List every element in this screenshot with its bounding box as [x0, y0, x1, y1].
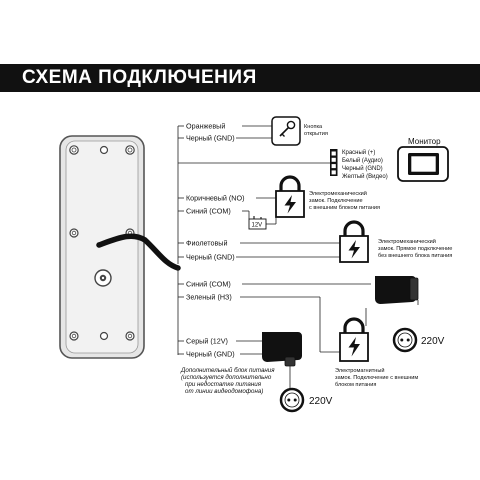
lock-direct-label: Электромеханический — [378, 238, 436, 245]
wire-label-brown-no: Коричневый (NO) — [186, 194, 244, 203]
lightning-icon — [348, 337, 360, 357]
button-wires — [236, 125, 272, 139]
monitor-pin-label: Красный (+) — [342, 149, 375, 156]
call-panel-face — [65, 140, 139, 354]
power-supply-icon — [262, 332, 302, 367]
aux-power-label: (используется дополнительно — [181, 374, 272, 381]
wire-label-orange: Оранжевый — [186, 122, 225, 131]
wire-label-blue-com: Синий (COM) — [186, 280, 231, 289]
lock-direct-label: без внешнего блока питания — [378, 253, 452, 259]
padlock-icon — [339, 317, 369, 362]
power-supply-icon — [375, 276, 419, 304]
key-icon — [279, 120, 296, 137]
padlock-icon — [275, 175, 305, 218]
lock-direct-wires — [236, 242, 340, 258]
aux-power-label: при недостатке питания — [185, 381, 262, 388]
wire-label-black-gnd: Черный (GND) — [186, 350, 235, 359]
wire-label-black-gnd: Черный (GND) — [186, 134, 235, 143]
lock-direct-label: замок. Прямое подключение — [378, 246, 452, 252]
mounting-screw-icon — [99, 145, 109, 155]
monitor-pin-label: Желтый (Видео) — [342, 173, 388, 180]
lock-magnetic-label: блоком питания — [335, 382, 376, 388]
cable-grommet-icon — [94, 269, 112, 287]
power-outlet-icon — [392, 327, 418, 353]
lock-external-label: с внешним блоком питания — [309, 205, 380, 211]
monitor-label: Монитор — [408, 137, 441, 146]
mounting-screw-icon — [99, 331, 109, 341]
open-button-label: Кнопка — [304, 124, 323, 130]
open-button — [271, 116, 301, 146]
wire-label-black-gnd: Черный (GND) — [186, 253, 235, 262]
call-panel — [59, 135, 145, 359]
mounting-screw-icon — [69, 331, 79, 341]
lock-magnetic-wires — [240, 283, 419, 353]
mounting-screw-icon — [69, 228, 79, 238]
battery-label: 12V — [252, 223, 263, 229]
aux-power-label: Дополнительный блок питания — [180, 367, 275, 374]
open-button-label: открытия — [304, 131, 328, 137]
wire-label-blue-com: Синий (COM) — [186, 207, 231, 216]
outlet-voltage-label: 220V — [421, 336, 445, 347]
lightning-icon — [284, 195, 296, 214]
power-outlet-icon — [279, 387, 305, 413]
wire-label-violet: Фиолетовый — [186, 239, 227, 248]
wire-ticks — [178, 125, 300, 355]
aux-power-wires — [236, 340, 291, 388]
lock-external-label: замок. Подключение — [309, 198, 363, 204]
outlet-voltage-label: 220V — [309, 396, 333, 407]
page-title: СХЕМА ПОДКЛЮЧЕНИЯ — [22, 67, 257, 88]
lightning-icon — [348, 240, 360, 259]
monitor-pin-label: Белый (Аудио) — [342, 157, 383, 164]
lock-magnetic-label: замок. Подключение с внешним — [335, 375, 418, 381]
monitor-connector-body — [330, 149, 338, 176]
monitor-connector — [330, 149, 338, 176]
padlock-icon — [339, 220, 369, 263]
monitor-icon — [397, 146, 449, 182]
mounting-screw-icon — [69, 145, 79, 155]
wire-label-gray-12v: Серый (12V) — [186, 337, 228, 346]
lock-magnetic-label: Электромагнитный — [335, 367, 385, 374]
battery-icon: 12V — [248, 216, 267, 230]
lock-external-label: Электромеханический — [309, 190, 367, 197]
mounting-screw-icon — [125, 145, 135, 155]
mounting-screw-icon — [125, 331, 135, 341]
main-cable — [96, 233, 181, 271]
aux-power-label: от линии видеодомофона) — [185, 388, 263, 395]
title-banner — [0, 64, 480, 92]
monitor-pin-label: Черный (GND) — [342, 165, 383, 172]
wire-label-green-nc: Зеленый (НЗ) — [186, 293, 232, 302]
